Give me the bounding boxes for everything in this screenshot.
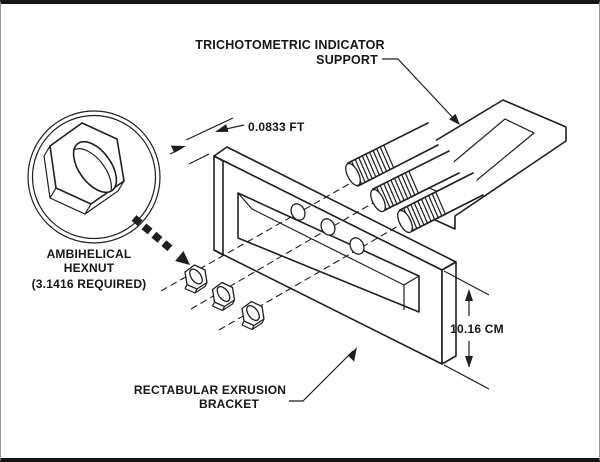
hexnut-detail-drawing (43, 122, 125, 215)
bracket-label-line2: BRACKET (199, 397, 260, 411)
hexnut-label-line2: HEXNUT (64, 261, 115, 275)
extension-line-upper (185, 117, 234, 141)
bracket-holes (290, 203, 365, 255)
support-label-line1: TRICHOTOMETRIC INDICATOR (195, 38, 385, 52)
extension-line-lower (188, 153, 210, 165)
bracket-label-group: RECTABULAR EXRUSION BRACKET (134, 347, 357, 411)
hexnut-hole (72, 140, 118, 194)
bracket-leader-line (289, 350, 354, 402)
stud-3 (397, 172, 484, 234)
detail-pointer-arrow (131, 215, 190, 265)
bracket-left-end-face (213, 155, 224, 256)
threaded-studs (345, 122, 484, 234)
bolt-hole-3 (349, 237, 365, 255)
stud-2 (370, 150, 460, 213)
hexnut-small-group (184, 264, 265, 331)
technical-diagram-canvas: 0.0833 FT 10.16 CM TRICHOTOMETRIC INDICA… (27, 38, 567, 411)
bracket-window-inner-edges (237, 192, 420, 310)
hexnut-small-3 (241, 300, 265, 331)
dimension-height: 10.16 CM (443, 270, 504, 390)
dimension-thickness: 0.0833 FT (169, 117, 305, 165)
hexnut-label-line3: (3.1416 REQUIRED) (32, 277, 147, 291)
bolt-hole-2 (320, 218, 336, 236)
extension-line-bottom (443, 364, 490, 390)
bracket-right-end-face (441, 261, 457, 365)
detail-circle-inner (31, 114, 157, 240)
bracket-label-line1: RECTABULAR EXRUSION (134, 383, 286, 397)
support-label-line2: SUPPORT (316, 53, 378, 67)
hexnut-small-2 (211, 281, 236, 312)
extension-line-top (443, 270, 490, 296)
hexnut-detail-circle (27, 110, 161, 244)
dim-thickness-label: 0.0833 FT (248, 120, 305, 134)
support-leader-line (382, 58, 457, 122)
dim-height-label: 10.16 CM (450, 322, 504, 336)
bolt-hole-1 (290, 203, 306, 221)
hexnut-label-line1: AMBIHELICAL (47, 247, 132, 261)
hexnut-small-1 (184, 264, 208, 294)
detail-circle-outer (27, 110, 161, 244)
stud-1 (345, 122, 439, 187)
exrusion-bracket (213, 146, 457, 365)
support-label-group: TRICHOTOMETRIC INDICATOR SUPPORT (195, 38, 460, 125)
hexnut-label-group: AMBIHELICAL HEXNUT (3.1416 REQUIRED) (32, 247, 147, 291)
